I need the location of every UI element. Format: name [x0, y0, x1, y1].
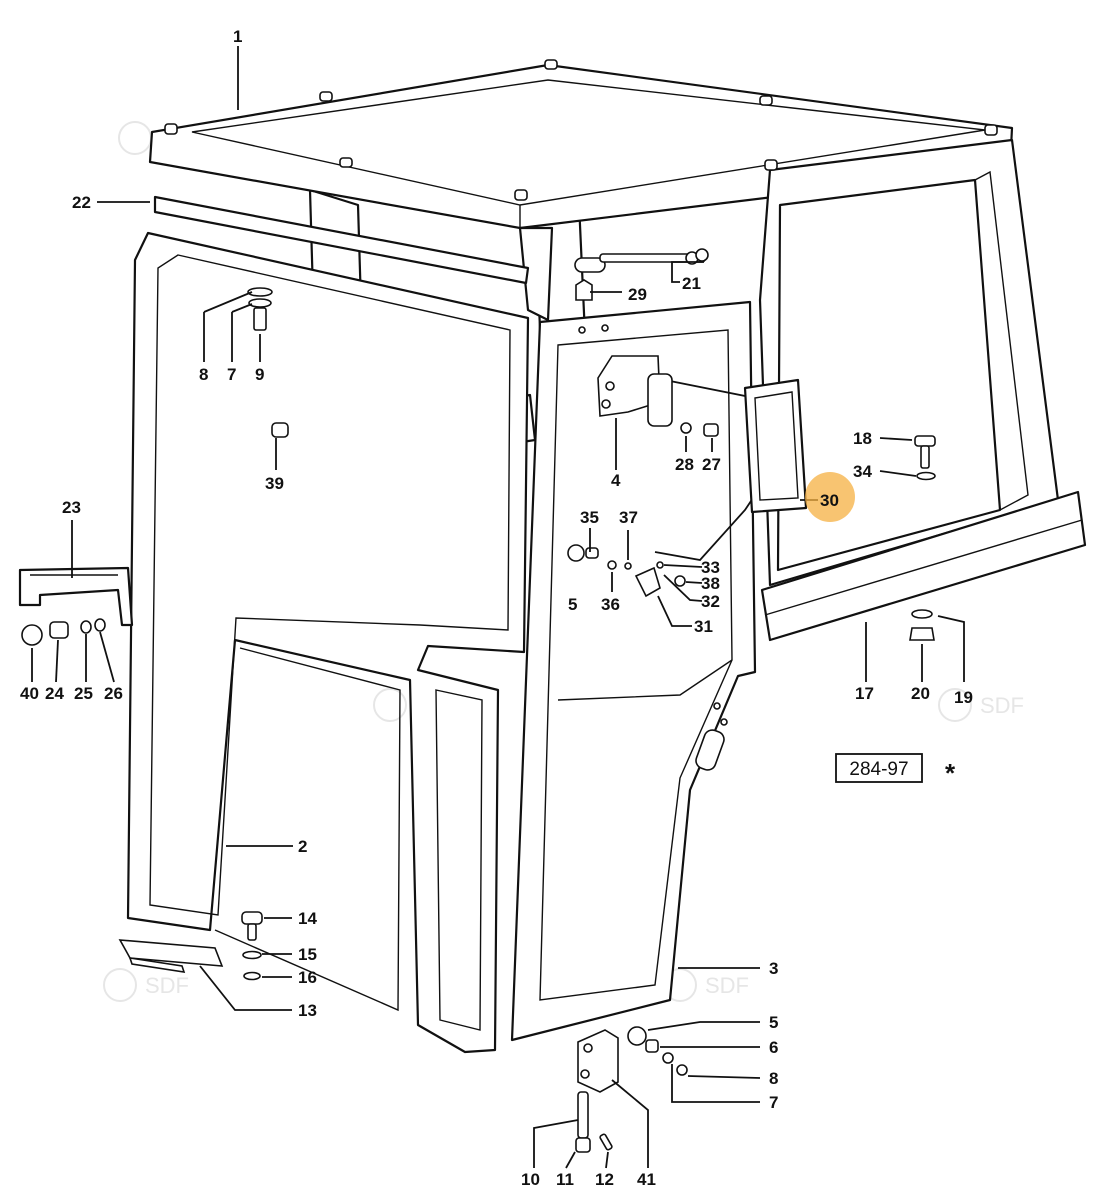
reference-marker: *	[945, 758, 956, 788]
part-label-28[interactable]: 28	[675, 455, 694, 474]
part-label-25[interactable]: 25	[74, 684, 93, 703]
gas-strut	[574, 248, 709, 301]
hinge-bracket	[597, 355, 661, 417]
watermark-logo: SDF	[103, 968, 189, 1002]
part-label-6[interactable]: 6	[769, 1038, 778, 1057]
svg-text:SDF: SDF	[705, 973, 749, 998]
lower-hinge	[577, 1029, 619, 1093]
part-label-31[interactable]: 31	[694, 617, 713, 636]
watermark-logo: SDF	[663, 968, 749, 1002]
part-label-9[interactable]: 9	[255, 365, 264, 384]
part-label-16[interactable]: 16	[298, 968, 317, 987]
part-label-17[interactable]: 17	[855, 684, 874, 703]
part-label-33[interactable]: 33	[701, 558, 720, 577]
mirror	[647, 373, 808, 561]
part-label-22[interactable]: 22	[72, 193, 91, 212]
part-label-24[interactable]: 24	[45, 684, 64, 703]
part-label-32[interactable]: 32	[701, 592, 720, 611]
watermark-logo: SDF	[938, 688, 1024, 722]
part-label-1[interactable]: 1	[233, 27, 242, 46]
part-label-2[interactable]: 2	[298, 837, 307, 856]
part-label-39[interactable]: 39	[265, 474, 284, 493]
part-label-12[interactable]: 12	[595, 1170, 614, 1189]
part-label-37[interactable]: 37	[619, 508, 638, 527]
part-label-40[interactable]: 40	[20, 684, 39, 703]
foot-plate	[118, 939, 224, 973]
highlight-marker	[805, 472, 855, 522]
part-label-14[interactable]: 14	[298, 909, 317, 928]
part-label-8a[interactable]: 8	[199, 365, 208, 384]
part-labels: 1 22 21 29 8 7 9 39 4 28 27 18 34 30 23 …	[20, 27, 973, 1189]
part-label-21[interactable]: 21	[682, 274, 701, 293]
part-label-20[interactable]: 20	[911, 684, 930, 703]
part-label-23[interactable]: 23	[62, 498, 81, 517]
part-label-27[interactable]: 27	[702, 455, 721, 474]
part-label-18[interactable]: 18	[853, 429, 872, 448]
part-label-10[interactable]: 10	[521, 1170, 540, 1189]
part-label-29[interactable]: 29	[628, 285, 647, 304]
reference-code: 284-97	[849, 759, 908, 780]
top-strip	[153, 195, 530, 285]
part-label-36[interactable]: 36	[601, 595, 620, 614]
part-label-15[interactable]: 15	[298, 945, 317, 964]
part-label-11[interactable]: 11	[556, 1170, 574, 1189]
left-side-frame	[126, 231, 530, 1054]
part-label-30[interactable]: 30	[820, 491, 839, 510]
door	[510, 300, 757, 1042]
part-label-35[interactable]: 35	[580, 508, 599, 527]
part-label-34[interactable]: 34	[853, 462, 872, 481]
reference-code-box: 284-97 *	[835, 753, 956, 788]
part-label-8b[interactable]: 8	[769, 1069, 778, 1088]
hardware-parts	[21, 287, 936, 1153]
part-label-13[interactable]: 13	[298, 1001, 317, 1020]
side-bracket	[18, 566, 134, 627]
part-label-4[interactable]: 4	[611, 471, 621, 490]
part-label-38[interactable]: 38	[701, 574, 720, 593]
part-label-7b[interactable]: 7	[769, 1093, 778, 1112]
part-label-7a[interactable]: 7	[227, 365, 236, 384]
part-label-5b[interactable]: 5	[769, 1013, 778, 1032]
part-label-3[interactable]: 3	[769, 959, 778, 978]
part-label-26[interactable]: 26	[104, 684, 123, 703]
part-label-19[interactable]: 19	[954, 688, 973, 707]
svg-text:SDF: SDF	[980, 693, 1024, 718]
part-label-5a[interactable]: 5	[568, 595, 577, 614]
svg-text:SDF: SDF	[145, 973, 189, 998]
leader-lines	[31, 46, 965, 1169]
part-label-41[interactable]: 41	[637, 1170, 656, 1189]
